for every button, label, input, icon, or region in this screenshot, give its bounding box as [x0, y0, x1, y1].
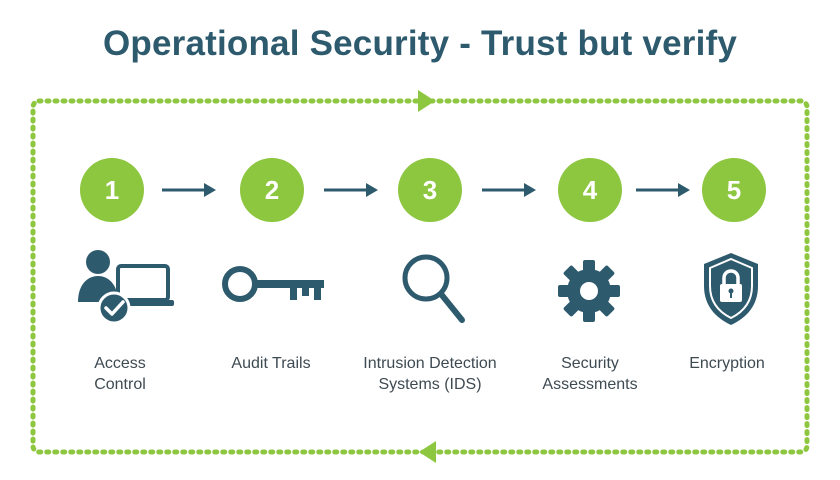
user-laptop-check-icon	[78, 250, 174, 325]
step-1-label-line1: Access	[94, 355, 146, 372]
step-2-label-line1: Audit Trails	[231, 355, 311, 372]
step-3-label-line1: Intrusion Detection	[363, 355, 497, 372]
step-5-number: 5	[702, 158, 766, 222]
step-1-label: Access Control	[35, 353, 205, 395]
key-icon	[222, 266, 324, 302]
step-4-label-line1: Security	[561, 355, 619, 372]
step-3-label: Intrusion Detection Systems (IDS)	[345, 353, 515, 395]
step-2-label: Audit Trails	[186, 353, 356, 374]
step-2-number: 2	[240, 158, 304, 222]
step-4-number: 4	[558, 158, 622, 222]
step-1-label-line2: Control	[94, 376, 146, 393]
arrow-right-icon	[482, 183, 536, 197]
shield-lock-icon	[704, 253, 758, 325]
magnifier-icon	[402, 254, 465, 323]
arrow-right-icon	[324, 183, 378, 197]
loop-arrowhead-bottom	[419, 441, 436, 463]
step-1-number: 1	[80, 158, 144, 222]
arrow-right-icon	[636, 183, 690, 197]
loop-arrowhead-top	[418, 90, 435, 112]
page-title: Operational Security - Trust but verify	[102, 24, 738, 63]
step-3-label-line2: Systems (IDS)	[378, 376, 482, 393]
arrow-right-icon	[162, 183, 216, 197]
step-5-label-line1: Encryption	[689, 355, 765, 372]
step-4-label-line2: Assessments	[542, 376, 638, 393]
step-3-number: 3	[398, 158, 462, 222]
gear-icon	[558, 260, 620, 322]
step-4-label: Security Assessments	[505, 353, 675, 395]
step-5-label: Encryption	[642, 353, 812, 374]
